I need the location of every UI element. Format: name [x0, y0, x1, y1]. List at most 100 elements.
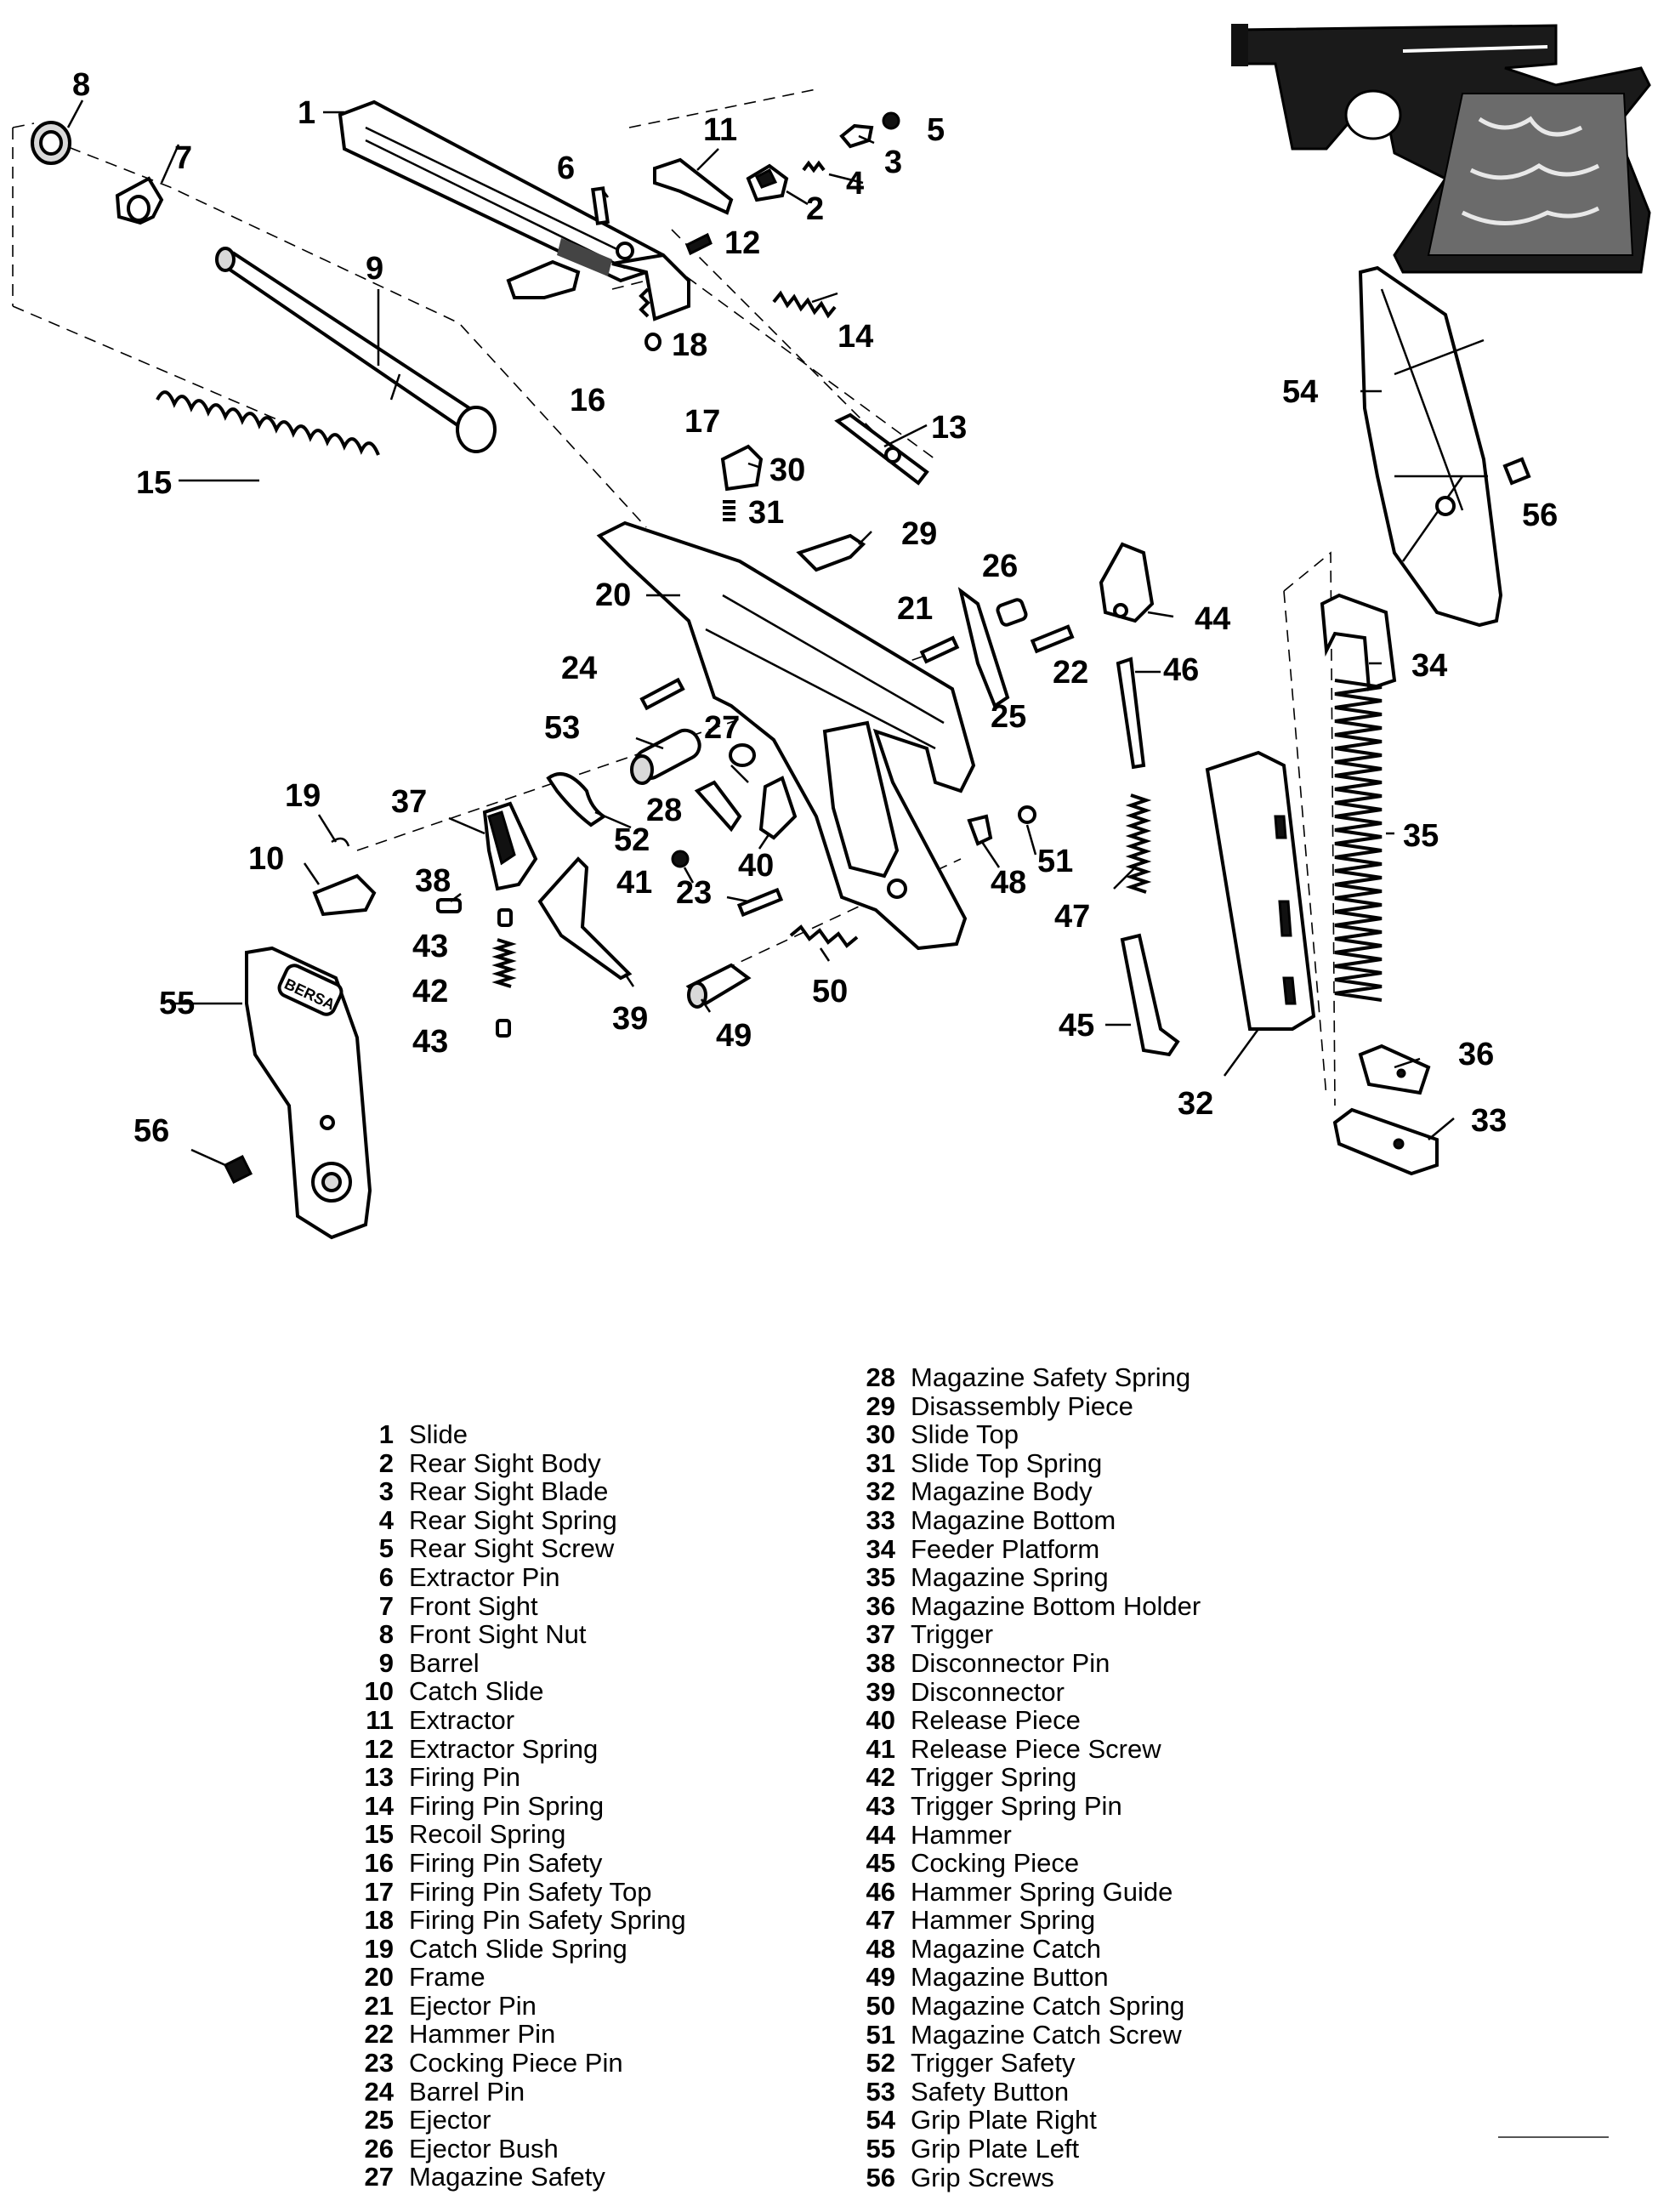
legend-part-name: Rear Sight Blade	[409, 1476, 609, 1507]
legend-part-name: Trigger Safety	[911, 2048, 1076, 2078]
cocking-piece-part	[1120, 933, 1180, 1057]
callout-53: 53	[544, 710, 580, 746]
legend-part-number: 41	[866, 1733, 895, 1764]
legend-part-name: Catch Slide	[409, 1676, 544, 1707]
rear-sight-body-part	[746, 163, 789, 202]
legend-part-number: 40	[866, 1705, 895, 1736]
legend-part-name: Catch Slide Spring	[409, 1933, 627, 1964]
recoil-spring-part	[156, 390, 380, 456]
barrel-pin-part	[639, 677, 685, 711]
callout-35: 35	[1403, 818, 1439, 854]
callout-7: 7	[174, 140, 192, 176]
catch-slide-spring-part	[331, 837, 350, 847]
callout-49: 49	[716, 1018, 752, 1054]
legend-part-name: Firing Pin Safety Spring	[409, 1905, 686, 1936]
callout-39: 39	[612, 1001, 648, 1037]
legend-part-number: 7	[378, 1590, 394, 1621]
callout-54: 54	[1282, 374, 1318, 410]
feeder-platform-part	[1320, 593, 1397, 691]
legend-part-name: Extractor Pin	[409, 1561, 560, 1592]
legend-part-number: 13	[364, 1762, 394, 1793]
legend-part-number: 22	[364, 2019, 394, 2050]
callout-6: 6	[557, 151, 575, 186]
callout-9: 9	[366, 251, 383, 287]
legend-part-name: Hammer Pin	[409, 2019, 556, 2050]
callout-44: 44	[1195, 601, 1230, 637]
legend-part-name: Slide	[409, 1419, 468, 1449]
rear-sight-spring-part	[802, 160, 826, 173]
legend-part-number: 18	[364, 1905, 394, 1936]
grip-screw-right-part	[1502, 457, 1531, 486]
callout-52: 52	[614, 822, 650, 858]
ejector-pin-part	[919, 635, 960, 664]
legend-part-name: Safety Button	[911, 2076, 1070, 2107]
front-sight-nut-part	[31, 121, 71, 165]
legend-part-name: Extractor	[409, 1704, 515, 1735]
frame-part	[596, 520, 976, 951]
callout-38: 38	[415, 863, 451, 899]
legend-row: 22 Hammer Pin	[340, 2020, 850, 2049]
legend-part-name: Rear Sight Screw	[409, 1533, 615, 1564]
legend-part-name: Release Piece Screw	[911, 1733, 1161, 1764]
legend-part-name: Barrel	[409, 1647, 480, 1678]
legend-part-name: Firing Pin	[409, 1762, 520, 1793]
legend-part-name: Slide Top	[911, 1419, 1019, 1450]
callout-37: 37	[391, 784, 427, 820]
callout-10: 10	[248, 841, 284, 877]
legend-part-name: Magazine Safety Spring	[911, 1362, 1191, 1392]
legend-part-number: 36	[866, 1590, 895, 1621]
legend-part-name: Magazine Spring	[911, 1562, 1109, 1593]
magazine-safety-part	[729, 743, 756, 767]
assembled-pistol-image	[1231, 24, 1651, 274]
legend-row: 9 Barrel	[340, 1649, 850, 1678]
callout-2: 2	[806, 191, 824, 227]
callout-29: 29	[901, 516, 937, 552]
extractor-part	[653, 157, 734, 215]
firing-pin-safety-top-part	[644, 333, 661, 351]
callout-34: 34	[1411, 648, 1447, 684]
callout-32: 32	[1178, 1086, 1213, 1122]
callout-15: 15	[136, 465, 172, 501]
legend-part-name: Disassembly Piece	[911, 1390, 1133, 1421]
legend-part-number: 46	[866, 1876, 895, 1907]
callout-numbers: 1 2 3 4 5 6 7 8 9 10 11 12 13 14 15 16 1…	[72, 67, 1558, 1149]
legend-part-name: Trigger Spring	[911, 1762, 1077, 1793]
legend-part-number: 9	[378, 1647, 394, 1678]
legend-part-name: Front Sight Nut	[409, 1619, 587, 1650]
legend-part-name: Hammer Spring Guide	[911, 1876, 1173, 1907]
safety-button-part	[630, 728, 701, 785]
callout-23: 23	[676, 875, 712, 911]
rear-sight-screw-part	[882, 111, 900, 130]
legend-part-name: Magazine Button	[911, 1962, 1109, 1993]
footer-rule	[1498, 2136, 1609, 2138]
legend-part-number: 51	[866, 2019, 895, 2050]
disconnector-pin-part	[436, 898, 462, 913]
callout-55: 55	[159, 986, 195, 1021]
legend-row: 41 Release Piece Screw	[842, 1735, 1352, 1764]
callout-30: 30	[769, 452, 805, 488]
legend-part-number: 12	[364, 1733, 394, 1764]
legend-part-name: Rear Sight Body	[409, 1447, 601, 1478]
grip-screw-left-part	[223, 1154, 253, 1185]
legend-part-number: 33	[866, 1504, 895, 1535]
callout-13: 13	[931, 410, 967, 446]
